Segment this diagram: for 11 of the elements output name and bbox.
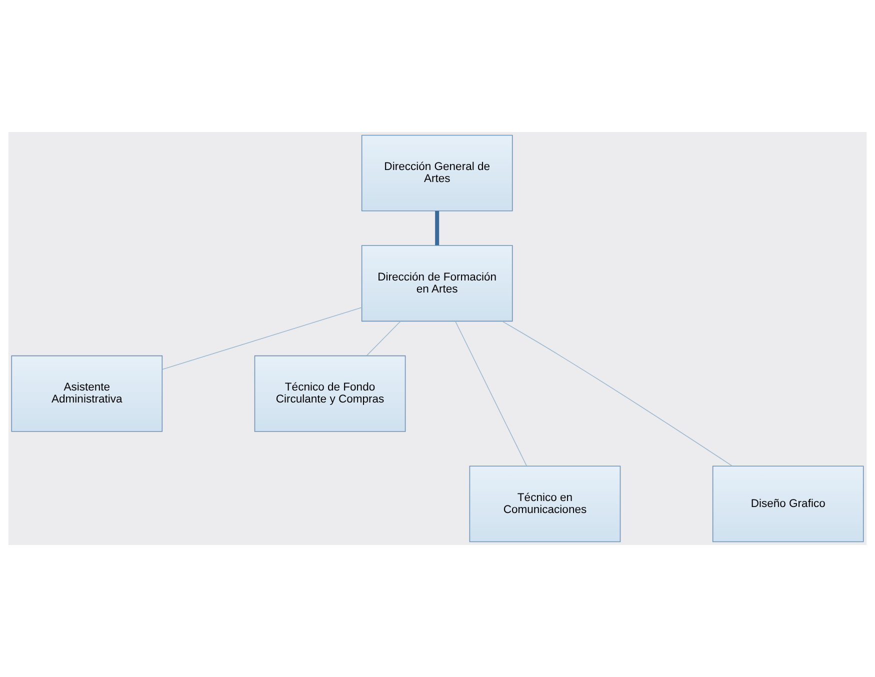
connector [366, 320, 401, 356]
connector [455, 320, 527, 466]
connector [435, 210, 440, 246]
node-box: Dirección de Formación en Artes [361, 245, 513, 322]
node-box: Dirección General de Artes [361, 134, 513, 212]
connector [162, 307, 362, 370]
node-box: Técnico en Comunicaciones [469, 466, 621, 542]
node-box: Técnico de Fondo Circulante y Compras [254, 355, 406, 432]
node-box: Diseño Grafico [712, 466, 864, 542]
connector [502, 320, 733, 466]
node-box: Asistente Administrativa [11, 355, 163, 432]
